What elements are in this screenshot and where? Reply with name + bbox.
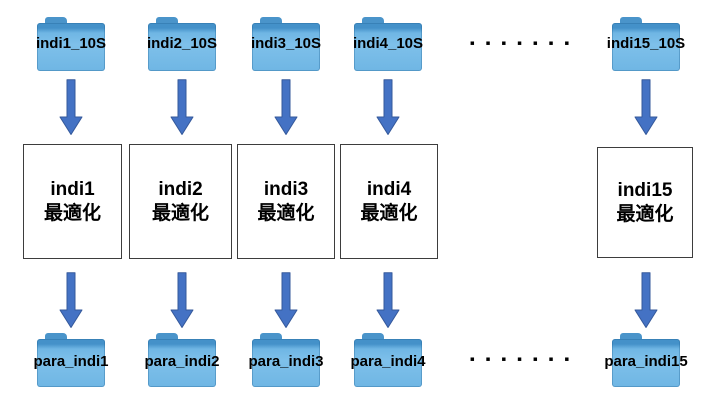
- process-action: 最適化: [616, 203, 674, 225]
- folder-tab: [45, 333, 67, 343]
- process-box: indi15 最適化: [597, 147, 693, 258]
- folder-tab: [45, 17, 67, 27]
- process-box: indi4 最適化: [340, 144, 438, 259]
- source-folder-icon: indi3_10S: [250, 17, 322, 71]
- down-arrow-shape: [274, 79, 298, 135]
- folder-body: [252, 23, 320, 71]
- folder-body: [612, 23, 680, 71]
- process-name: indi2: [158, 179, 203, 201]
- output-folder-icon: para_indi3: [248, 333, 324, 387]
- folder-body: [148, 23, 216, 71]
- down-arrow-icon: [59, 272, 83, 328]
- folder-tab: [620, 17, 642, 27]
- source-folder-label: indi15_10S: [606, 35, 686, 52]
- down-arrow-icon: [376, 272, 400, 328]
- down-arrow-icon: [170, 79, 194, 135]
- output-folder-label: para_indi3: [248, 353, 324, 370]
- down-arrow-icon: [634, 272, 658, 328]
- folder-body: [354, 339, 422, 387]
- source-folder-label: indi2_10S: [146, 35, 218, 52]
- folder-body: [252, 339, 320, 387]
- output-folder-icon: para_indi4: [350, 333, 426, 387]
- folder-tab: [362, 333, 384, 343]
- down-arrow-icon: [376, 79, 400, 135]
- process-action: 最適化: [257, 202, 315, 224]
- down-arrow-icon: [274, 272, 298, 328]
- output-folder-icon: para_indi1: [33, 333, 109, 387]
- source-folder-label: indi1_10S: [35, 35, 107, 52]
- source-folder-label: indi3_10S: [250, 35, 322, 52]
- source-folder-icon: indi2_10S: [146, 17, 218, 71]
- process-name: indi4: [366, 179, 412, 201]
- folder-tab: [156, 17, 178, 27]
- ellipsis-bottom: ▪▪▪▪▪▪▪: [470, 355, 581, 363]
- source-folder-icon: indi4_10S: [352, 17, 424, 71]
- folder-tab: [260, 333, 282, 343]
- ellipsis-top: ▪▪▪▪▪▪▪: [470, 39, 581, 47]
- down-arrow-icon: [274, 79, 298, 135]
- folder-tab: [620, 333, 642, 343]
- process-action: 最適化: [360, 202, 418, 224]
- output-folder-label: para_indi15: [604, 353, 688, 370]
- output-folder-icon: para_indi15: [604, 333, 688, 387]
- output-folder-label: para_indi1: [33, 353, 109, 370]
- down-arrow-shape: [170, 79, 194, 135]
- process-box: indi1 最適化: [23, 144, 122, 259]
- process-name: indi15: [617, 180, 673, 202]
- process-action: 最適化: [151, 202, 209, 224]
- folder-body: [37, 339, 105, 387]
- source-folder-icon: indi15_10S: [607, 17, 685, 71]
- down-arrow-icon: [170, 272, 194, 328]
- source-folder-icon: indi1_10S: [35, 17, 107, 71]
- folder-body: [37, 23, 105, 71]
- process-action: 最適化: [43, 202, 101, 224]
- down-arrow-icon: [634, 79, 658, 135]
- process-box: indi2 最適化: [129, 144, 232, 259]
- output-folder-icon: para_indi2: [144, 333, 220, 387]
- folder-body: [354, 23, 422, 71]
- down-arrow-shape: [376, 272, 400, 328]
- down-arrow-shape: [59, 79, 83, 135]
- folder-tab: [362, 17, 384, 27]
- down-arrow-icon: [59, 79, 83, 135]
- folder-tab: [260, 17, 282, 27]
- folder-body: [612, 339, 680, 387]
- folder-body: [148, 339, 216, 387]
- down-arrow-shape: [59, 272, 83, 328]
- output-folder-label: para_indi2: [144, 353, 220, 370]
- down-arrow-shape: [274, 272, 298, 328]
- down-arrow-shape: [376, 79, 400, 135]
- down-arrow-shape: [170, 272, 194, 328]
- down-arrow-shape: [634, 272, 658, 328]
- process-name: indi1: [50, 179, 95, 201]
- folder-tab: [156, 333, 178, 343]
- source-folder-label: indi4_10S: [352, 35, 424, 52]
- output-folder-label: para_indi4: [350, 353, 426, 370]
- down-arrow-shape: [634, 79, 658, 135]
- process-name: indi3: [263, 179, 309, 201]
- process-box: indi3 最適化: [237, 144, 335, 259]
